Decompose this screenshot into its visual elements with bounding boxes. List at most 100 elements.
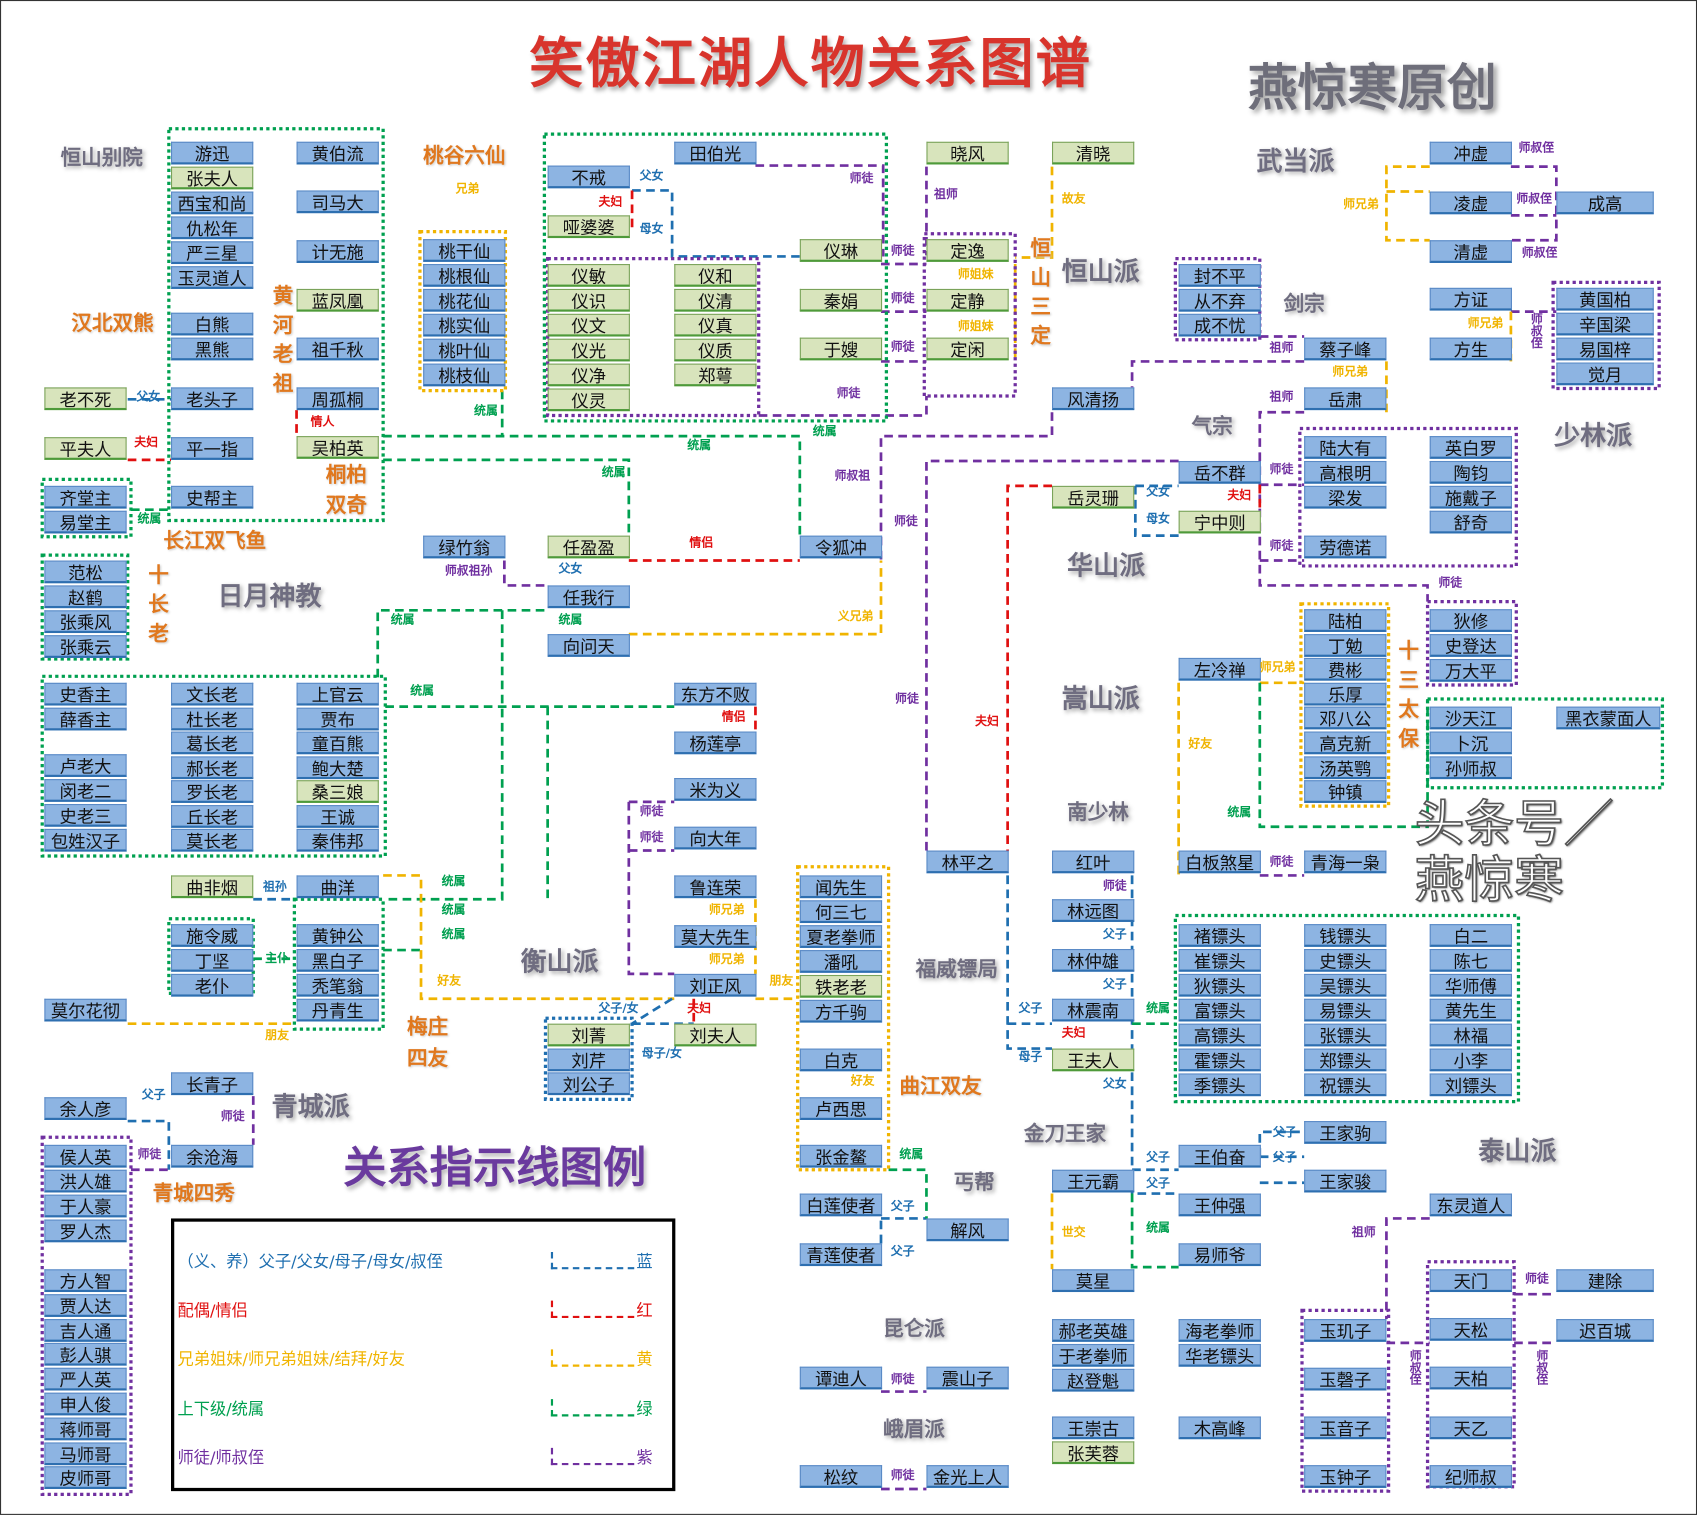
person-box[interactable]: 岳肃 bbox=[1304, 387, 1387, 411]
person-box[interactable]: 辛国梁 bbox=[1556, 312, 1654, 336]
person-box[interactable]: 小李 bbox=[1429, 1048, 1512, 1072]
person-box[interactable]: 玉钟子 bbox=[1304, 1465, 1387, 1488]
person-box[interactable]: 秃笔翁 bbox=[296, 973, 379, 997]
person-box[interactable]: 狄修 bbox=[1429, 609, 1512, 632]
person-box[interactable]: 吴镖头 bbox=[1304, 973, 1387, 997]
person-box[interactable]: 史登达 bbox=[1429, 634, 1512, 657]
person-box[interactable]: 褚镖头 bbox=[1178, 924, 1261, 947]
person-box[interactable]: 成高 bbox=[1556, 191, 1654, 215]
person-box[interactable]: 铁老老 bbox=[799, 974, 883, 998]
person-box[interactable]: 不戒 bbox=[547, 165, 630, 189]
person-box[interactable]: 丁勉 bbox=[1304, 634, 1387, 657]
person-box[interactable]: 迟百城 bbox=[1556, 1319, 1654, 1342]
person-box[interactable]: 司马大 bbox=[296, 190, 379, 214]
person-box[interactable]: 彭人骐 bbox=[44, 1342, 127, 1366]
person-box[interactable]: 葛长老 bbox=[171, 731, 254, 755]
person-box[interactable]: 于嫂 bbox=[799, 337, 883, 361]
person-box[interactable]: 桃叶仙 bbox=[423, 338, 506, 362]
person-box[interactable]: 天松 bbox=[1429, 1317, 1512, 1341]
person-box[interactable]: 王仲强 bbox=[1178, 1193, 1261, 1217]
person-box[interactable]: 罗长老 bbox=[171, 780, 254, 803]
person-box[interactable]: 申人俊 bbox=[44, 1392, 127, 1416]
person-box[interactable]: 方千驹 bbox=[799, 999, 883, 1023]
person-box[interactable]: 何三七 bbox=[799, 900, 883, 924]
person-box[interactable]: 红叶 bbox=[1051, 850, 1135, 874]
person-box[interactable]: 赵鹤 bbox=[44, 585, 127, 609]
person-box[interactable]: 封不平 bbox=[1178, 264, 1261, 287]
person-box[interactable]: 白克 bbox=[799, 1048, 883, 1072]
person-box[interactable]: 狄镖头 bbox=[1178, 973, 1261, 997]
person-box[interactable]: 玉玑子 bbox=[1304, 1319, 1387, 1342]
person-box[interactable]: 黄国柏 bbox=[1556, 287, 1654, 311]
person-box[interactable]: 张芙蓉 bbox=[1051, 1441, 1135, 1465]
person-box[interactable]: 皮师哥 bbox=[44, 1466, 127, 1489]
person-box[interactable]: 华老镖头 bbox=[1178, 1343, 1261, 1367]
person-box[interactable]: 方人智 bbox=[44, 1269, 127, 1293]
person-box[interactable]: 向大年 bbox=[674, 826, 757, 850]
person-box[interactable]: 祝镖头 bbox=[1304, 1073, 1387, 1097]
person-box[interactable]: 陶钧 bbox=[1429, 460, 1512, 484]
person-box[interactable]: 仪文 bbox=[547, 313, 630, 337]
person-box[interactable]: 郑镖头 bbox=[1304, 1048, 1387, 1072]
person-box[interactable]: 觉月 bbox=[1556, 362, 1654, 386]
person-box[interactable]: 青海一枭 bbox=[1304, 850, 1387, 874]
person-box[interactable]: 陆柏 bbox=[1304, 609, 1387, 632]
person-box[interactable]: 仪质 bbox=[674, 338, 757, 362]
person-box[interactable]: 陈七 bbox=[1429, 949, 1512, 972]
person-box[interactable]: 桃干仙 bbox=[423, 239, 506, 262]
person-box[interactable]: 林仲雄 bbox=[1051, 949, 1135, 972]
person-box[interactable]: 杨莲亭 bbox=[674, 731, 757, 755]
person-box[interactable]: 任盈盈 bbox=[547, 535, 630, 559]
person-box[interactable]: 崔镖头 bbox=[1178, 949, 1261, 972]
person-box[interactable]: 鲁连荣 bbox=[674, 875, 757, 899]
person-box[interactable]: 黄钟公 bbox=[296, 924, 379, 947]
person-box[interactable]: 计无施 bbox=[296, 240, 379, 263]
person-box[interactable]: 王崇古 bbox=[1051, 1416, 1135, 1440]
person-box[interactable]: 谭迪人 bbox=[799, 1366, 883, 1390]
person-box[interactable]: 桃根仙 bbox=[423, 264, 506, 287]
person-box[interactable]: 余人彦 bbox=[44, 1097, 127, 1120]
person-box[interactable]: 陆大有 bbox=[1304, 436, 1387, 459]
person-box[interactable]: 高根明 bbox=[1304, 460, 1387, 484]
person-box[interactable]: 东灵道人 bbox=[1429, 1193, 1512, 1217]
person-box[interactable]: 玉音子 bbox=[1304, 1416, 1387, 1440]
person-box[interactable]: 闻先生 bbox=[799, 875, 883, 899]
person-box[interactable]: 令狐冲 bbox=[799, 535, 883, 559]
person-box[interactable]: 震山子 bbox=[926, 1366, 1009, 1390]
person-box[interactable]: 仪真 bbox=[674, 313, 757, 337]
person-box[interactable]: 白板煞星 bbox=[1178, 850, 1261, 874]
person-box[interactable]: 老仆 bbox=[171, 973, 254, 997]
person-box[interactable]: 郝长老 bbox=[171, 756, 254, 780]
person-box[interactable]: 仪灵 bbox=[547, 388, 630, 412]
person-box[interactable]: 桑三娘 bbox=[296, 780, 379, 803]
person-box[interactable]: 黑熊 bbox=[171, 337, 254, 361]
person-box[interactable]: 梁发 bbox=[1304, 485, 1387, 509]
person-box[interactable]: 游迅 bbox=[171, 141, 254, 165]
person-box[interactable]: 刘公子 bbox=[547, 1072, 630, 1096]
person-box[interactable]: 清晓 bbox=[1051, 141, 1135, 165]
person-box[interactable]: 莫长老 bbox=[171, 828, 254, 852]
person-box[interactable]: 金光上人 bbox=[926, 1465, 1009, 1488]
person-box[interactable]: 范松 bbox=[44, 560, 127, 584]
person-box[interactable]: 卢西思 bbox=[799, 1097, 883, 1120]
person-box[interactable]: 王家驹 bbox=[1304, 1121, 1387, 1144]
person-box[interactable]: 王夫人 bbox=[1051, 1048, 1135, 1072]
person-box[interactable]: 洪人雄 bbox=[44, 1169, 127, 1193]
person-box[interactable]: 左冷禅 bbox=[1178, 657, 1261, 681]
person-box[interactable]: 万大平 bbox=[1429, 658, 1512, 682]
person-box[interactable]: 白莲使者 bbox=[799, 1193, 883, 1217]
person-box[interactable]: 马师哥 bbox=[44, 1442, 127, 1466]
person-box[interactable]: 方证 bbox=[1429, 287, 1512, 311]
person-box[interactable]: 刘芹 bbox=[547, 1048, 630, 1072]
person-box[interactable]: 平一指 bbox=[171, 437, 254, 460]
person-box[interactable]: 乐厚 bbox=[1304, 682, 1387, 706]
person-box[interactable]: 贾人达 bbox=[44, 1294, 127, 1317]
person-box[interactable]: 钟镇 bbox=[1304, 780, 1387, 803]
person-box[interactable]: 易师爷 bbox=[1178, 1243, 1261, 1267]
person-box[interactable]: 赵登魁 bbox=[1051, 1368, 1135, 1392]
person-box[interactable]: 蒋师哥 bbox=[44, 1417, 127, 1441]
person-box[interactable]: 张夫人 bbox=[171, 166, 254, 190]
person-box[interactable]: 老头子 bbox=[171, 387, 254, 411]
person-box[interactable]: 郝老英雄 bbox=[1051, 1319, 1135, 1342]
person-box[interactable]: 桃实仙 bbox=[423, 313, 506, 337]
